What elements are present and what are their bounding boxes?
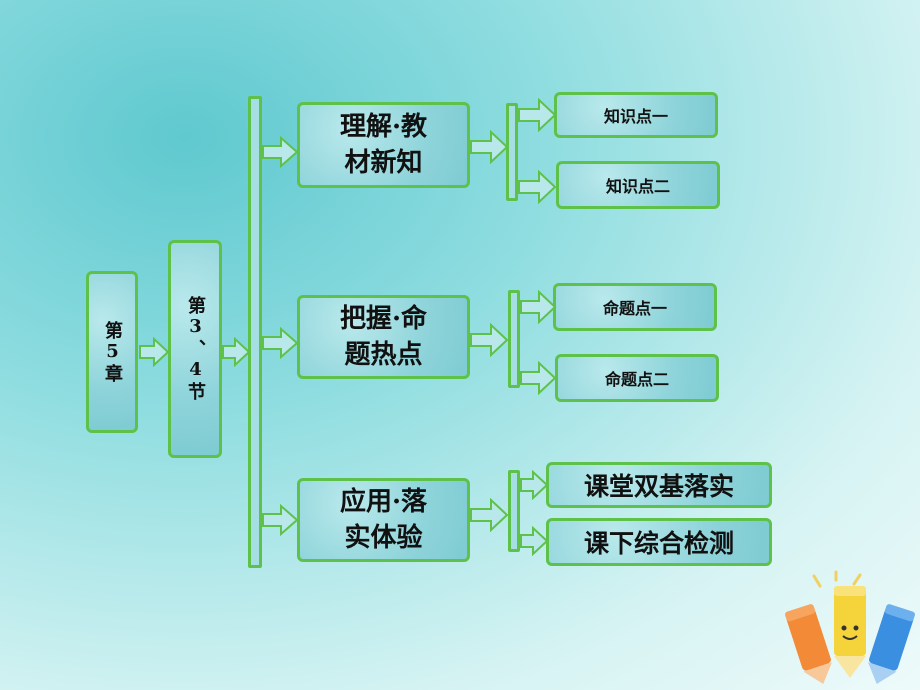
branch-box-1[interactable]: 理解·教 材新知 [297,102,470,188]
branch-3-line2: 实体验 [344,523,423,553]
section-box[interactable]: 第3、4节 [168,240,222,458]
sub-connector-bar-3 [508,470,520,552]
leaf-box-1-1[interactable]: 知识点一 [554,92,718,138]
leaf-2-2-label: 命题点二 [604,370,669,389]
arrow-right-icon [222,337,251,367]
branch-1-line2: 材新知 [344,148,423,178]
leaf-box-1-2[interactable]: 知识点二 [556,161,720,209]
main-connector-bar [248,96,262,568]
arrow-right-icon [520,526,549,556]
branch-box-2[interactable]: 把握·命 题热点 [297,295,470,379]
arrow-right-icon [262,327,299,359]
leaf-box-2-1[interactable]: 命题点一 [553,283,717,331]
arrow-right-icon [520,361,557,395]
arrow-right-icon [470,130,509,164]
sub-connector-bar-1 [506,103,518,201]
arrow-right-icon [139,337,170,367]
leaf-2-1-label: 命题点一 [602,299,667,318]
leaf-box-2-2[interactable]: 命题点二 [555,354,719,402]
arrow-right-icon [520,290,557,324]
branch-2-line2: 题热点 [344,340,423,370]
arrow-right-icon [470,323,509,357]
leaf-3-1-label: 课堂双基落实 [583,472,734,501]
branch-box-3[interactable]: 应用·落 实体验 [297,478,470,562]
chapter-label: 第5章 [102,320,123,384]
leaf-1-2-label: 知识点二 [605,177,670,196]
arrow-right-icon [518,170,557,204]
branch-2-line1: 把握·命 [339,304,428,334]
arrow-right-icon [518,98,557,132]
leaf-box-3-1[interactable]: 课堂双基落实 [546,462,772,508]
crayons-decoration-icon [785,570,915,685]
arrow-right-icon [470,498,509,532]
arrow-right-icon [262,504,299,536]
arrow-right-icon [262,136,299,168]
section-label: 第3、4节 [185,296,206,402]
sub-connector-bar-2 [508,290,520,388]
branch-3-line1: 应用·落 [339,487,428,517]
branch-1-line1: 理解·教 [339,112,428,142]
leaf-box-3-2[interactable]: 课下综合检测 [546,518,772,566]
leaf-1-1-label: 知识点一 [603,107,668,126]
arrow-right-icon [520,470,549,500]
chapter-box[interactable]: 第5章 [86,271,138,433]
leaf-3-2-label: 课下综合检测 [583,529,734,558]
